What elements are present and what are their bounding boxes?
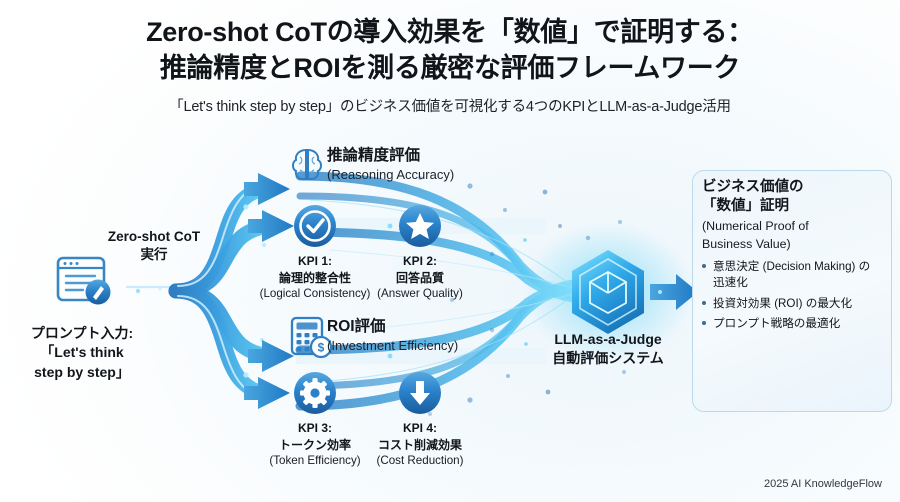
panel-title-line1: ビジネス価値の <box>702 179 804 195</box>
kpi-4-caption: KPI 4: コスト削減効果 (Cost Reduction) <box>362 420 478 469</box>
kpi-name-ja: コスト削減効果 <box>377 437 462 452</box>
page-header: Zero-shot CoTの導入効果を「数値」で証明する： 推論精度とROIを測… <box>0 14 900 116</box>
group-title-ja: 推論精度評価 <box>327 147 421 164</box>
kpi-name-en: (Answer Quality) <box>377 287 463 301</box>
star-circle-icon <box>399 205 441 247</box>
group-title-en: (Reasoning Accuracy) <box>327 167 455 183</box>
prompt-caption-line3: step by step」 <box>34 363 130 380</box>
group-title-reasoning-accuracy: 推論精度評価 (Reasoning Accuracy) <box>327 146 454 184</box>
hexagon-cube-icon <box>572 250 644 334</box>
inbound-flow-trunk <box>117 282 185 300</box>
flow-label-line1: Zero-shot CoT <box>107 229 201 244</box>
brain-icon <box>292 148 322 181</box>
footer-credit: 2025 AI KnowledgeFlow <box>763 478 882 490</box>
down-arrow-circle-icon <box>399 372 441 414</box>
prompt-caption-line2: 「Let's think <box>40 344 124 361</box>
kpi-number: KPI 2: <box>402 254 437 268</box>
flow-arrowheads <box>244 173 294 409</box>
kpi-number: KPI 1: <box>297 254 332 268</box>
flow-label-zero-shot-cot: Zero-shot CoT 実行 <box>96 228 212 264</box>
page-subtitle: 「Let's think step by step」のビジネス価値を可視化する4… <box>169 99 731 116</box>
panel-heading: ビジネス価値の 「数値」証明 (Numerical Proof of Busin… <box>702 178 832 253</box>
list-item: 投資対効果 (ROI) の最大化 <box>700 296 872 312</box>
kpi-name-ja: トークン効率 <box>278 437 351 452</box>
document-pencil-icon <box>56 256 111 305</box>
kpi-name-en: (Cost Reduction) <box>376 454 464 468</box>
page-title-line2: 推論精度とROIを測る厳密な評価フレームワーク <box>159 53 741 84</box>
prompt-input-caption: プロンプト入力: 「Let's think step by step」 <box>8 324 156 382</box>
kpi-1-caption: KPI 1: 論理的整合性 (Logical Consistency) <box>249 253 381 302</box>
check-circle-icon <box>294 205 336 247</box>
kpi-number: KPI 4: <box>402 421 437 435</box>
prompt-caption-line1: プロンプト入力: <box>30 325 134 341</box>
kpi-name-ja: 回答品質 <box>395 270 444 285</box>
list-item: プロンプト戦略の最適化 <box>700 316 872 332</box>
calculator-dollar-icon: $ <box>290 316 333 359</box>
list-item: 意思決定 (Decision Making) の迅速化 <box>700 259 872 291</box>
kpi-2-caption: KPI 2: 回答品質 (Answer Quality) <box>366 253 474 302</box>
flow-label-line2: 実行 <box>140 247 168 263</box>
kpi-name-en: (Logical Consistency) <box>259 287 371 301</box>
gear-circle-icon <box>294 372 336 414</box>
panel-benefit-list: 意思決定 (Decision Making) の迅速化 投資対効果 (ROI) … <box>700 259 872 337</box>
panel-subtitle-line2: Business Value) <box>702 237 791 252</box>
kpi-number: KPI 3: <box>297 421 332 435</box>
kpi-name-en: (Token Efficiency) <box>269 454 361 468</box>
page-title-line1: Zero-shot CoTの導入効果を「数値」で証明する： <box>146 17 754 47</box>
hub-caption: LLM-as-a-Judge 自動評価システム <box>528 330 688 368</box>
panel-title-line2: 「数値」証明 <box>702 198 789 215</box>
group-title-en: (Investment Efficiency) <box>327 338 459 354</box>
kpi-name-ja: 論理的整合性 <box>278 270 351 285</box>
hub-caption-line1: LLM-as-a-Judge <box>554 331 662 347</box>
hub-output-arrow <box>650 274 698 310</box>
group-title-ja: ROI評価 <box>327 318 386 335</box>
group-title-roi: ROI評価 (Investment Efficiency) <box>327 317 458 355</box>
kpi-3-caption: KPI 3: トークン効率 (Token Efficiency) <box>253 420 377 469</box>
hub-caption-line2: 自動評価システム <box>552 350 664 367</box>
svg-text:$: $ <box>318 341 325 355</box>
panel-subtitle-line1: (Numerical Proof of <box>702 219 809 234</box>
business-value-panel <box>692 170 892 412</box>
